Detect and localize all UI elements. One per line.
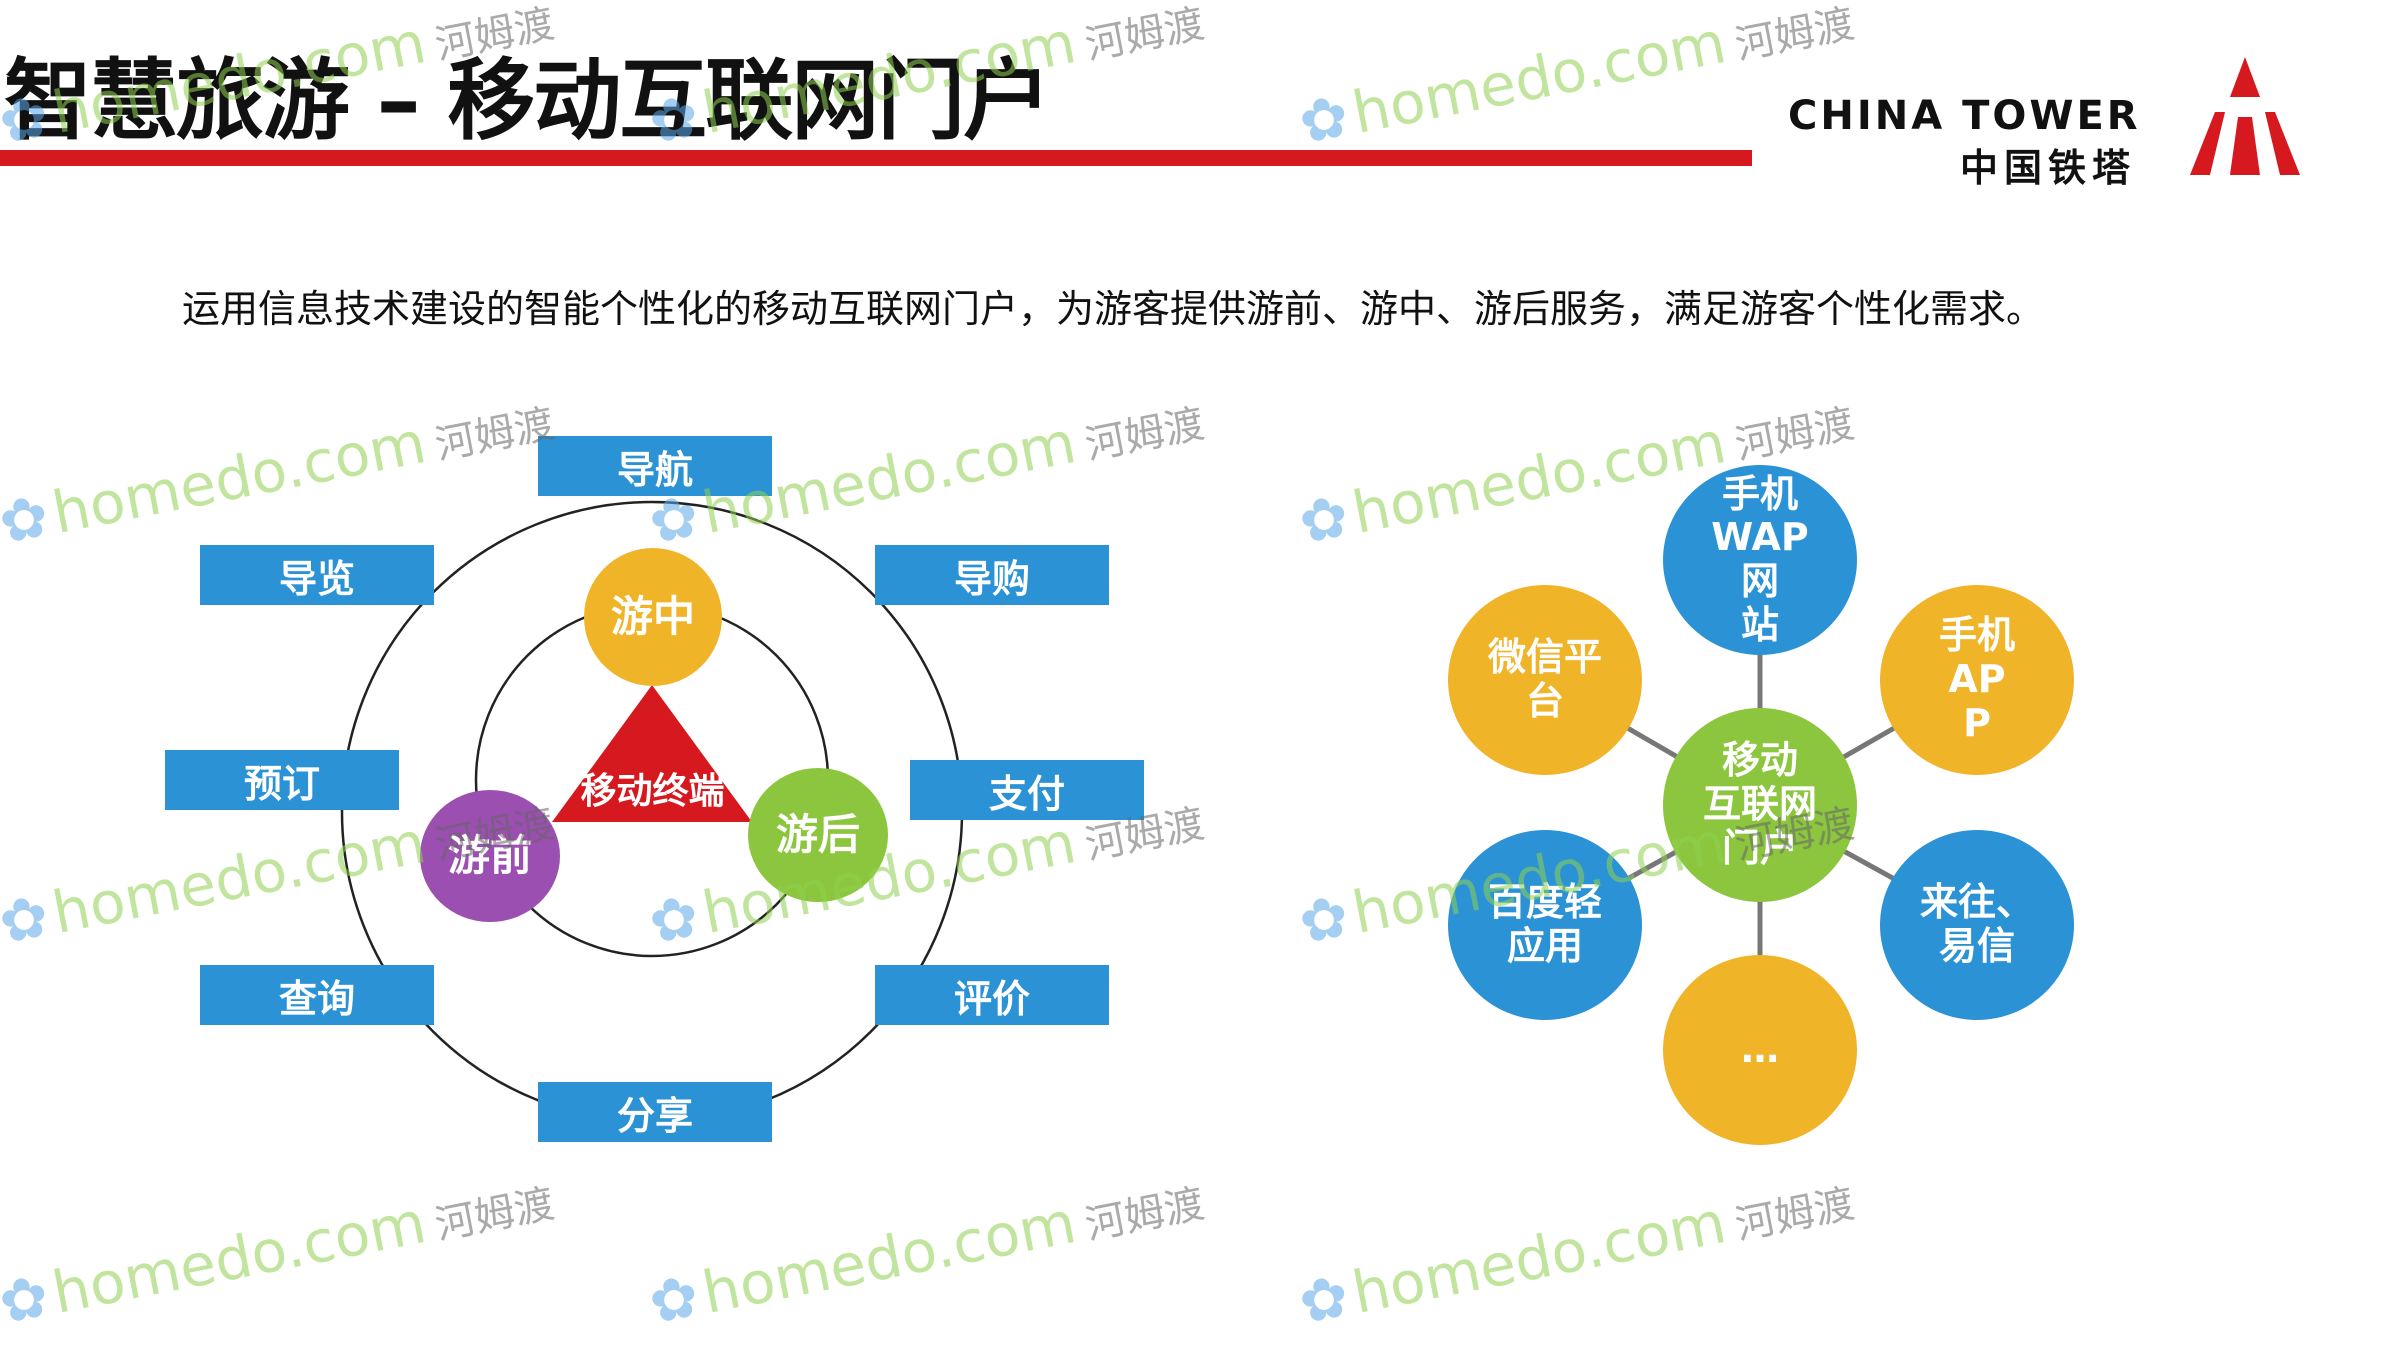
flower-icon: ✿ <box>0 881 55 958</box>
stage-after: 游后 <box>748 768 888 902</box>
flower-icon: ✿ <box>0 481 55 558</box>
service-tour: 导览 <box>200 545 434 605</box>
china-tower-logo: CHINA TOWER 中国铁塔 <box>1780 55 2300 190</box>
service-nav: 导航 <box>538 436 772 496</box>
logo-text-cn: 中国铁塔 <box>1960 146 2137 190</box>
logo-text-en: CHINA TOWER <box>1788 93 2141 139</box>
stage-during: 游中 <box>584 548 722 686</box>
title-underline <box>0 150 1752 166</box>
node-more: … <box>1663 955 1857 1145</box>
node-laiwang-yixin: 来往、 易信 <box>1880 830 2074 1020</box>
mobile-terminal-label: 移动终端 <box>580 771 725 812</box>
node-mobile-portal: 移动 互联网 门户 <box>1663 708 1857 902</box>
node-baidu-light-app: 百度轻 应用 <box>1448 830 1642 1020</box>
flower-icon: ✿ <box>0 1261 55 1338</box>
center-triangle <box>552 685 752 822</box>
node-wechat: 微信平 台 <box>1448 585 1642 775</box>
service-book: 预订 <box>165 750 399 810</box>
flower-icon: ✿ <box>0 81 55 158</box>
tower-mark-icon <box>2190 57 2300 175</box>
service-pay: 支付 <box>910 760 1144 820</box>
stage-before: 游前 <box>420 790 560 922</box>
service-shop: 导购 <box>875 545 1109 605</box>
node-wap-site: 手机 WAP 网 站 <box>1663 465 1857 655</box>
page-title: 智慧旅游 – 移动互联网门户 <box>4 49 1051 152</box>
service-review: 评价 <box>875 965 1109 1025</box>
subtitle: 运用信息技术建设的智能个性化的移动互联网门户，为游客提供游前、游中、游后服务，满… <box>182 287 2045 331</box>
service-share: 分享 <box>538 1082 772 1142</box>
service-query: 查询 <box>200 965 434 1025</box>
node-mobile-app: 手机 AP P <box>1880 585 2074 775</box>
